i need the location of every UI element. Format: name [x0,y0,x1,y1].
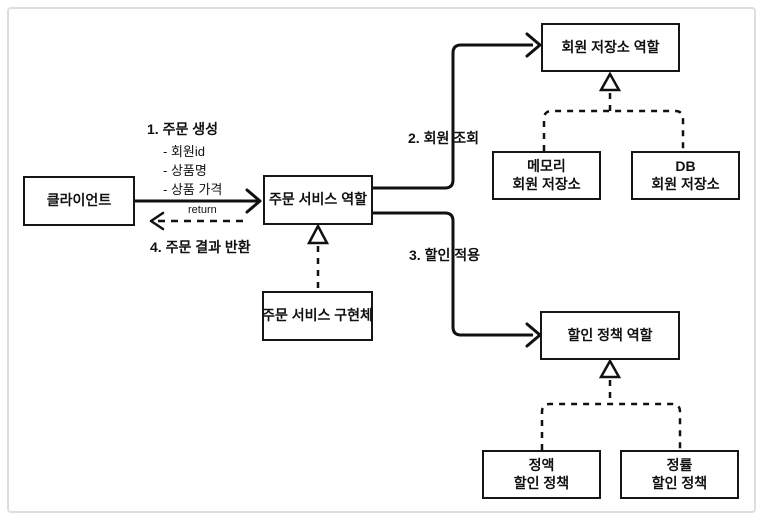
realization-branch-discount-policy [540,402,682,450]
box-member-repo-role: 회원 저장소 역할 [541,23,680,72]
label-step4-order-result: 4. 주문 결과 반환 [150,239,251,255]
box-order-service-role-label: 주문 서비스 역할 [269,191,367,208]
arrow-member-lookup-head-icon [525,32,542,58]
arrow-member-lookup-line [373,43,533,190]
label-step1-item-member-id: - 회원id [163,144,205,159]
box-db-member-repo-line2: 회원 저장소 [651,175,720,192]
label-return-note: return [188,204,217,216]
box-rate-discount-policy-line1: 정률 [666,456,693,473]
box-memory-member-repo: 메모리 회원 저장소 [492,151,601,200]
box-fixed-discount-policy-line2: 할인 정책 [513,474,570,491]
arrow-return-head-icon [149,211,165,231]
box-order-service-role: 주문 서비스 역할 [263,175,373,225]
diagram-frame [7,7,756,513]
box-discount-policy-role: 할인 정책 역할 [540,311,680,360]
box-rate-discount-policy-line2: 할인 정책 [651,474,708,491]
label-step1-order-create: 1. 주문 생성 [147,121,218,137]
realization-triangle-order-service-icon [306,223,330,245]
box-fixed-discount-policy-line1: 정액 [528,456,555,473]
box-client-label: 클라이언트 [46,192,112,209]
realization-triangle-discount-policy-icon [598,358,622,379]
label-step1-item-product-name: - 상품명 [163,163,207,178]
arrow-discount-apply-line [373,211,533,337]
box-order-service-impl-label: 주문 서비스 구현체 [262,307,373,324]
box-memory-member-repo-line2: 회원 저장소 [512,175,581,192]
box-discount-policy-role-label: 할인 정책 역할 [567,326,653,343]
box-member-repo-role-label: 회원 저장소 역할 [561,38,660,55]
box-memory-member-repo-line1: 메모리 [527,157,566,174]
box-client: 클라이언트 [23,176,135,226]
box-order-service-impl: 주문 서비스 구현체 [262,291,373,341]
arrow-order-create-head-icon [245,188,262,214]
box-fixed-discount-policy: 정액 할인 정책 [482,450,601,499]
label-step2-member-lookup: 2. 회원 조회 [408,130,479,146]
box-db-member-repo: DB 회원 저장소 [631,151,740,200]
label-step3-discount-apply: 3. 할인 적용 [409,247,480,263]
label-step1-item-product-price: - 상품 가격 [163,182,223,197]
box-db-member-repo-line1: DB [675,157,696,174]
box-rate-discount-policy: 정률 할인 정책 [620,450,739,499]
realization-branch-member-repo [542,109,685,151]
realization-triangle-member-repo-icon [598,71,622,92]
